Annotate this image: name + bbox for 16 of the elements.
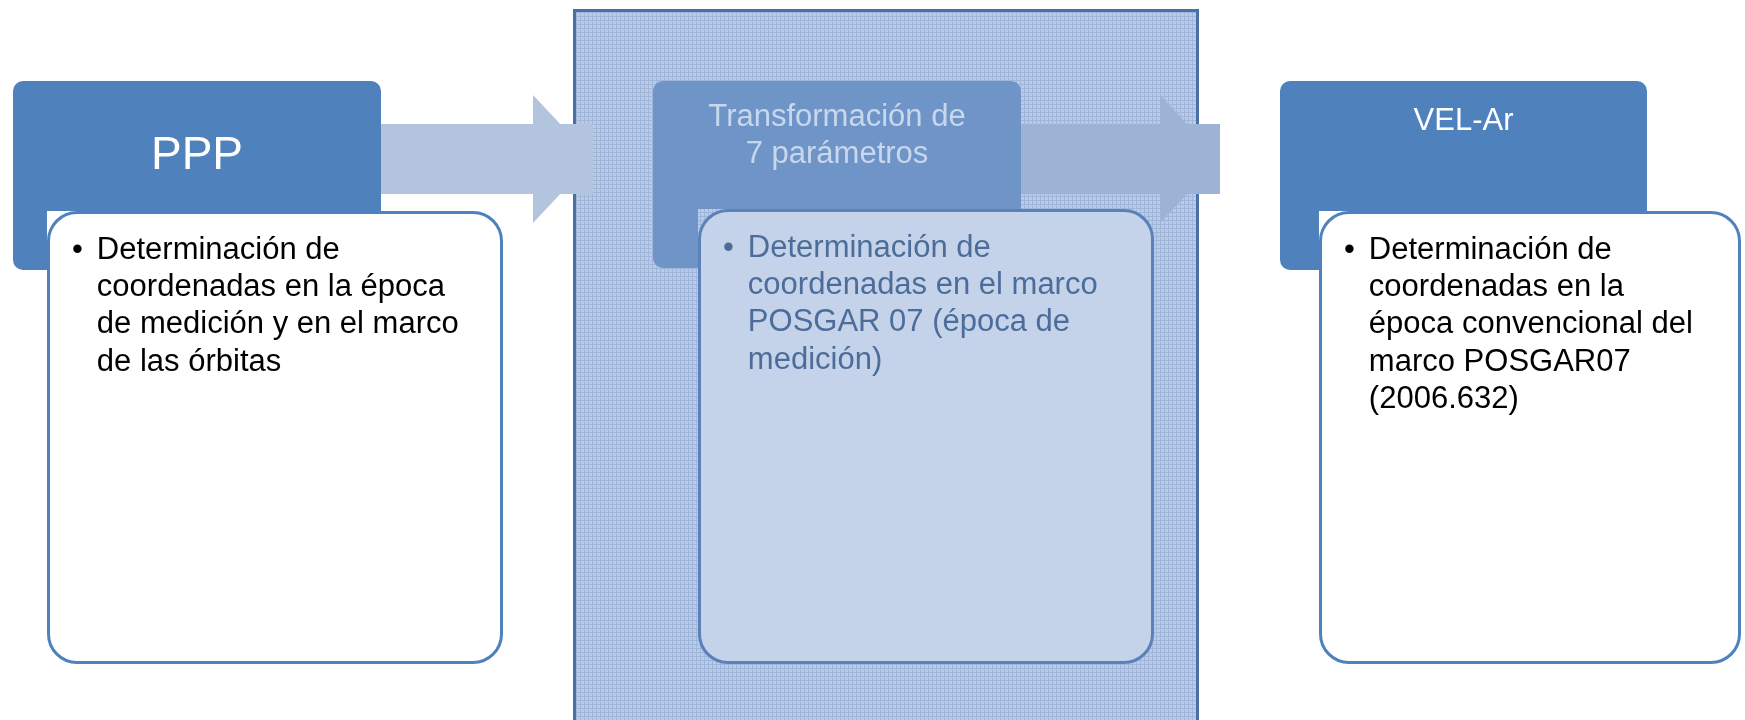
- bullet-mark: •: [1344, 230, 1355, 268]
- header-title: VEL-Ar: [1413, 101, 1514, 139]
- bullet-mark: •: [723, 228, 734, 266]
- header-title: Transformación de 7 parámetros: [707, 97, 967, 172]
- content-box: [47, 211, 503, 664]
- bullet-text: Determinación de coordenadas en la época convencional del marco POSGAR07 (2006.632): [1368, 230, 1694, 416]
- content-box: [698, 209, 1154, 664]
- bullet-mark: •: [72, 230, 83, 268]
- content-box: [1319, 211, 1741, 664]
- header-title: PPP: [150, 126, 243, 181]
- header-box: [1280, 81, 1647, 211]
- bullet-text: Determinación de coordenadas en la época de medición y en el marco de las órbitas: [96, 230, 460, 379]
- bullet-text: Determinación de coordenadas en el marco POSGAR 07 (época de medición): [747, 228, 1099, 377]
- header-box: [13, 81, 381, 211]
- header-box: [653, 81, 1021, 209]
- block-arrow: [381, 95, 593, 223]
